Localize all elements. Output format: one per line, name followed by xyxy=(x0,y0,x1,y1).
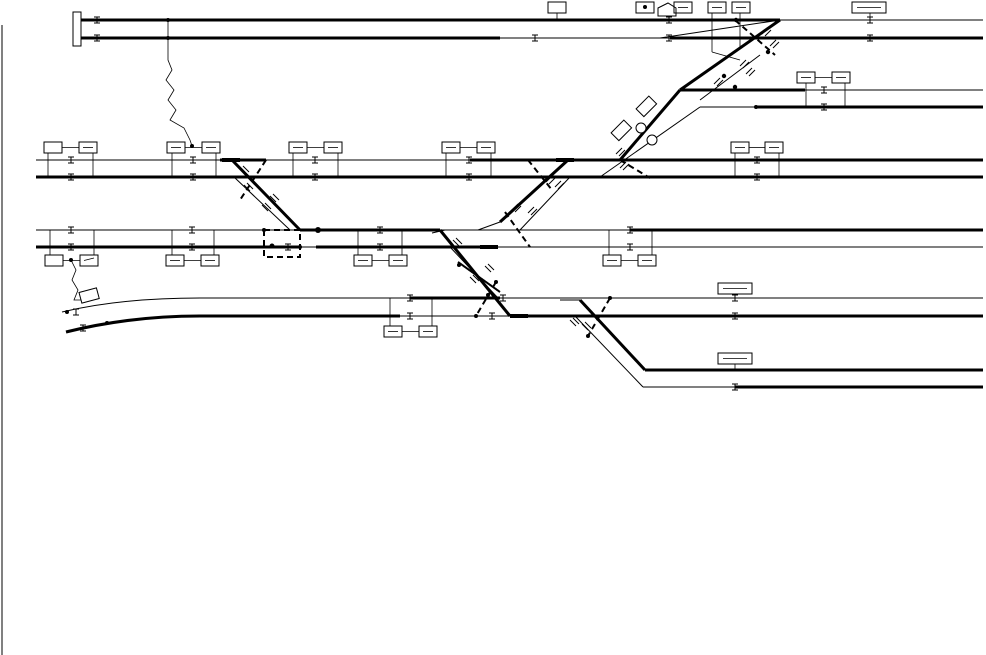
branch-bottom-right xyxy=(560,297,647,388)
track-4 xyxy=(680,88,983,109)
cable-link xyxy=(165,20,193,147)
track-9-curve xyxy=(61,297,410,313)
crossover-top-right xyxy=(659,13,781,101)
crossover-lower xyxy=(431,229,512,317)
diagonal-joint-marks xyxy=(239,27,780,331)
buffer-stop xyxy=(72,11,82,47)
signal-boxes-diagonal xyxy=(610,95,658,142)
track-10-curve xyxy=(65,314,400,334)
mid-equipment-boxes xyxy=(43,141,784,154)
dashed-enclosure xyxy=(263,229,301,258)
low-equipment-boxes xyxy=(44,254,657,267)
crossover-center xyxy=(477,158,571,248)
